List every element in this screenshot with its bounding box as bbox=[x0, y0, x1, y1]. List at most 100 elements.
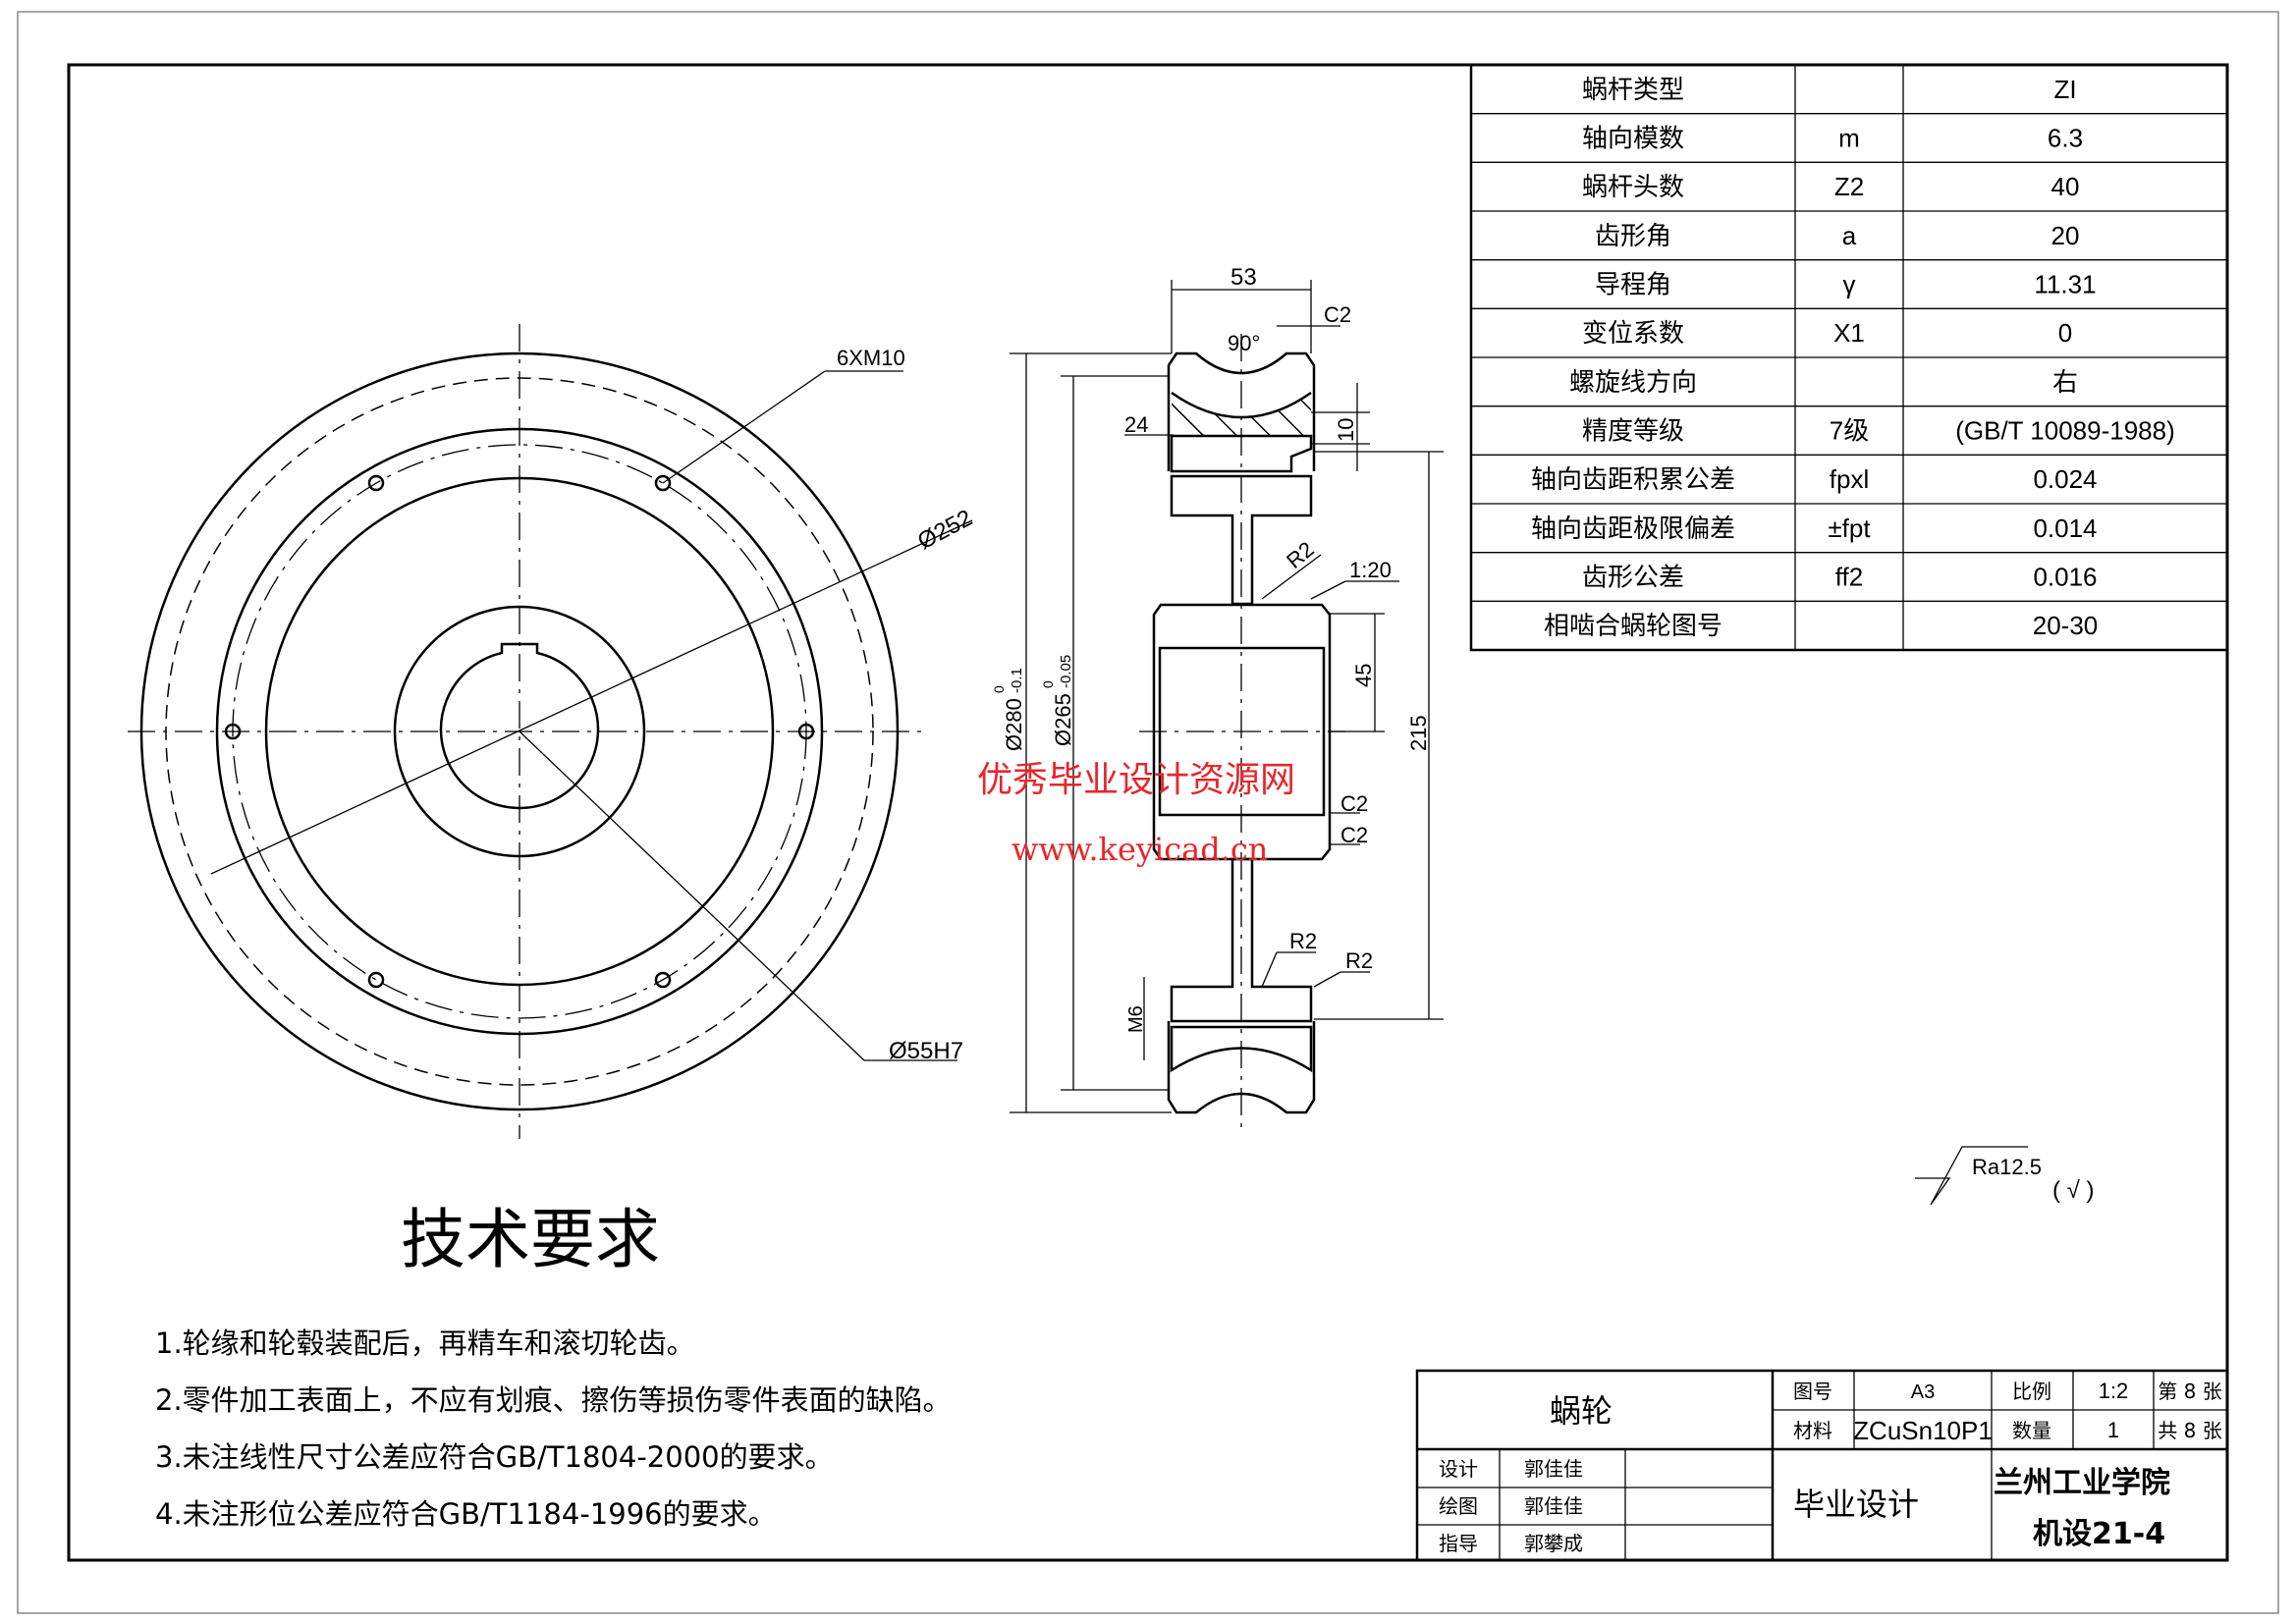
param-name: 螺旋线方向 bbox=[1569, 368, 1697, 398]
tech-requirements-list: 1.轮缘和轮毂装配后，再精车和滚切轮齿。 2.零件加工表面上，不应有划痕、擦伤等损… bbox=[155, 1326, 952, 1531]
drawing-no: A3 bbox=[1911, 1381, 1935, 1403]
tech-requirements-title: 技术要求 bbox=[401, 1202, 660, 1277]
watermark-url: www.keyicad.cn bbox=[1011, 831, 1268, 868]
section-view: 53 C2 90° Ø280 0 -0.1 Ø265 0 -0.05 24 10… bbox=[991, 264, 1444, 1129]
bolt-holes bbox=[224, 474, 815, 989]
param-name: 轴向齿距极限偏差 bbox=[1531, 514, 1735, 544]
param-value: 6.3 bbox=[2048, 124, 2083, 153]
bolt-circle bbox=[232, 444, 807, 1019]
sheet-number: 第 8 张 bbox=[2158, 1380, 2221, 1403]
param-value: 11.31 bbox=[2034, 270, 2096, 299]
param-value: 0.014 bbox=[2033, 514, 2097, 543]
bolt-hole bbox=[797, 723, 815, 740]
screw-label: M6 bbox=[1125, 1005, 1147, 1033]
param-value: 40 bbox=[2051, 172, 2080, 201]
roughness-value: Ra12.5 bbox=[1972, 1155, 2042, 1179]
dia-265-tol-lower: -0.05 bbox=[1058, 655, 1074, 688]
tech-requirement-item: 3.未注线性尺寸公差应符合GB/T1804-2000的要求。 bbox=[155, 1440, 834, 1474]
bore-label: Ø55H7 bbox=[889, 1038, 963, 1064]
param-value: 20-30 bbox=[2033, 611, 2099, 640]
bolt-hole bbox=[367, 474, 385, 492]
param-name: 蜗杆头数 bbox=[1582, 173, 1684, 202]
param-name: 蜗杆类型 bbox=[1582, 76, 1684, 105]
param-value: 0 bbox=[2058, 318, 2072, 348]
param-value: 0.024 bbox=[2033, 464, 2097, 494]
draw-label: 绘图 bbox=[1439, 1494, 1478, 1518]
width-dim: 53 bbox=[1230, 264, 1257, 291]
param-row: 相啮合蜗轮图号 20-30 bbox=[1471, 600, 2227, 641]
material: ZCuSn10P1 bbox=[1853, 1416, 1993, 1445]
bore-with-keyway bbox=[439, 642, 600, 810]
param-symbol: 7级 bbox=[1830, 416, 1869, 446]
dia-280-label: Ø280 bbox=[1002, 698, 1026, 751]
param-row: 蜗杆头数 Z2 40 bbox=[1471, 161, 2227, 202]
school-name: 兰州工业学院 bbox=[1994, 1466, 2170, 1500]
param-value: ZI bbox=[2053, 75, 2076, 104]
qty-label: 数量 bbox=[2012, 1419, 2051, 1442]
chamfer-hub-1-label: C2 bbox=[1340, 791, 1368, 816]
param-value: 0.016 bbox=[2033, 563, 2097, 592]
param-symbol: ±fpt bbox=[1828, 514, 1871, 543]
param-symbol: Z2 bbox=[1834, 172, 1864, 201]
bolt-hole bbox=[654, 971, 672, 989]
bolt-label: 6XM10 bbox=[837, 346, 905, 370]
param-value: 右 bbox=[2052, 367, 2078, 397]
tech-requirement-item: 2.零件加工表面上，不应有划痕、擦伤等损伤零件表面的缺陷。 bbox=[155, 1383, 952, 1417]
param-row: 轴向模数 m 6.3 bbox=[1471, 113, 2227, 154]
scale-label: 比例 bbox=[2012, 1380, 2051, 1403]
front-view: 6XM10 Ø252 Ø55H7 bbox=[128, 324, 977, 1139]
project-type: 毕业设计 bbox=[1793, 1486, 1919, 1523]
outer-circle bbox=[139, 352, 900, 1111]
param-symbol: γ bbox=[1843, 270, 1856, 299]
fillet-1-label: R2 bbox=[1289, 929, 1317, 953]
bolt-hole bbox=[654, 474, 672, 492]
rim-thickness-label: 10 bbox=[1334, 418, 1358, 442]
dia-252-dim-line bbox=[210, 519, 973, 875]
dia-215-label: 215 bbox=[1406, 715, 1431, 751]
param-value: 20 bbox=[2051, 221, 2080, 250]
drawing-no-label: 图号 bbox=[1793, 1380, 1832, 1403]
screw-depth-label: 24 bbox=[1124, 412, 1148, 437]
param-row: 螺旋线方向 右 bbox=[1471, 356, 2227, 398]
designer: 郭佳佳 bbox=[1524, 1457, 1583, 1481]
advisor: 郭攀成 bbox=[1524, 1532, 1583, 1555]
fillet-web-label: R2 bbox=[1282, 537, 1319, 573]
tech-requirement-item: 1.轮缘和轮毂装配后，再精车和滚切轮齿。 bbox=[155, 1326, 695, 1360]
design-label: 设计 bbox=[1439, 1457, 1478, 1481]
bolt-hole bbox=[224, 723, 242, 740]
param-name: 变位系数 bbox=[1582, 319, 1684, 349]
dia-280-tol-lower: -0.1 bbox=[1009, 668, 1025, 693]
param-name: 精度等级 bbox=[1582, 417, 1684, 447]
title-block: 蜗轮 图号 A3 比例 1:2 第 8 张 材料 ZCuSn10P1 数量 1 … bbox=[1415, 1369, 2229, 1562]
pitch-circle bbox=[165, 377, 874, 1086]
class-name: 机设21-4 bbox=[2033, 1517, 2165, 1551]
taper-label: 1:20 bbox=[1349, 558, 1392, 582]
param-name: 轴向模数 bbox=[1582, 125, 1684, 154]
param-name: 齿形公差 bbox=[1582, 564, 1684, 593]
param-symbol: ff2 bbox=[1835, 563, 1863, 592]
param-name: 导程角 bbox=[1595, 271, 1671, 300]
fillet-2-label: R2 bbox=[1345, 948, 1373, 973]
param-symbol: X1 bbox=[1833, 318, 1865, 348]
dia-280-tol-upper: 0 bbox=[991, 685, 1007, 693]
tech-requirement-item: 4.未注形位公差应符合GB/T1184-1996的要求。 bbox=[155, 1497, 777, 1531]
material-label: 材料 bbox=[1793, 1419, 1832, 1442]
outer-frame bbox=[17, 11, 2279, 1614]
scale: 1:2 bbox=[2099, 1379, 2129, 1403]
dia-265-tol-upper: 0 bbox=[1040, 680, 1056, 688]
drafter: 郭佳佳 bbox=[1524, 1494, 1583, 1518]
total-sheets: 共 8 张 bbox=[2158, 1419, 2221, 1442]
chamfer-hub-2-label: C2 bbox=[1340, 823, 1368, 847]
param-symbol: a bbox=[1842, 221, 1857, 250]
bolt-hole bbox=[367, 971, 385, 989]
param-row: 导程角 γ 11.31 bbox=[1471, 259, 2227, 300]
chamfer-top-label: C2 bbox=[1324, 302, 1351, 327]
param-symbol: m bbox=[1838, 124, 1860, 153]
param-name: 相啮合蜗轮图号 bbox=[1544, 612, 1722, 641]
watermark-text: 优秀毕业设计资源网 bbox=[977, 760, 1295, 800]
